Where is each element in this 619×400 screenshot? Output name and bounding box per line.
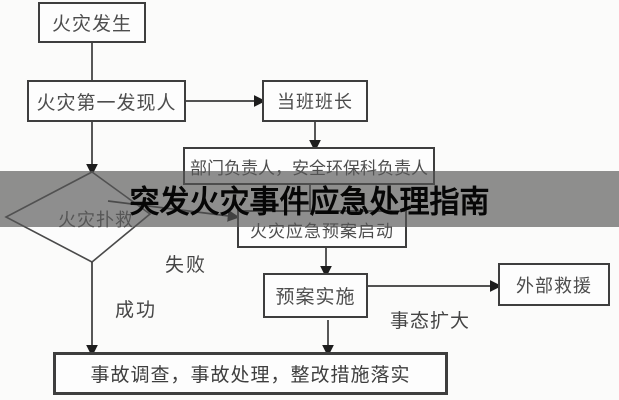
node-external-rescue-label: 外部救援 bbox=[516, 275, 592, 296]
node-investigation-label: 事故调查，事故处理，整改措施落实 bbox=[90, 365, 411, 386]
edge-label-escalation: 事态扩大 bbox=[390, 311, 471, 332]
node-investigation: 事故调查，事故处理，整改措施落实 bbox=[53, 352, 448, 395]
node-plan-implementation: 预案实施 bbox=[263, 273, 368, 318]
node-first-discoverer-label: 火灾第一发现人 bbox=[36, 92, 177, 114]
node-shift-leader: 当班班长 bbox=[262, 80, 368, 122]
edge-label-success: 成功 bbox=[115, 300, 158, 321]
node-external-rescue: 外部救援 bbox=[498, 263, 610, 306]
node-first-discoverer: 火灾第一发现人 bbox=[27, 80, 186, 122]
node-fire-occurs-label: 火灾发生 bbox=[51, 14, 132, 35]
node-fire-occurs: 火灾发生 bbox=[38, 2, 146, 43]
page-title: 突发火灾事件应急处理指南 bbox=[129, 185, 490, 220]
edge-label-fail: 失败 bbox=[165, 255, 208, 276]
title-overlay-banner: 突发火灾事件应急处理指南 bbox=[0, 171, 619, 227]
node-plan-implementation-label: 预案实施 bbox=[275, 287, 356, 308]
node-shift-leader-label: 当班班长 bbox=[277, 92, 353, 112]
